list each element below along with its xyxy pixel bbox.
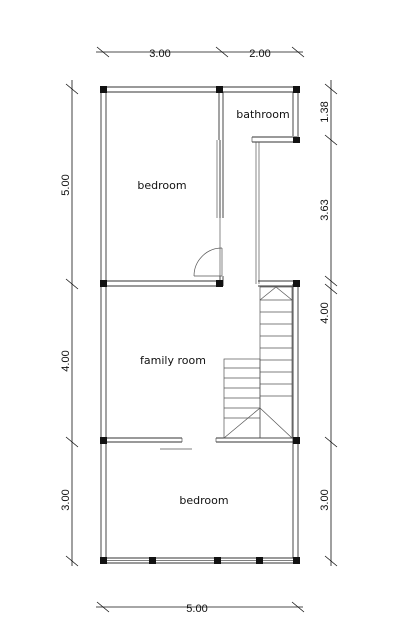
dim-right-top: 1.38 <box>319 101 331 122</box>
dim-left-middle: 4.00 <box>60 350 72 371</box>
dim-bottom: 5.00 <box>186 603 207 615</box>
door <box>193 218 223 277</box>
dimension-lines <box>65 46 338 613</box>
staircase <box>223 286 293 439</box>
room-label-bathroom: bathroom <box>236 108 289 121</box>
room-label-bedroom-upper: bedroom <box>137 179 186 192</box>
room-label-bedroom-lower: bedroom <box>179 494 228 507</box>
room-label-family-room: family room <box>140 354 206 367</box>
dim-left-lower: 3.00 <box>60 489 72 510</box>
dim-right-lower: 3.00 <box>319 489 331 510</box>
dim-left-upper: 5.00 <box>60 174 72 195</box>
dim-right-upper: 3.63 <box>319 199 331 220</box>
dim-top-left: 3.00 <box>149 48 170 60</box>
columns <box>100 86 300 564</box>
walls <box>100 86 299 564</box>
dim-top-right: 2.00 <box>249 48 270 60</box>
dim-right-middle: 4.00 <box>319 302 331 323</box>
